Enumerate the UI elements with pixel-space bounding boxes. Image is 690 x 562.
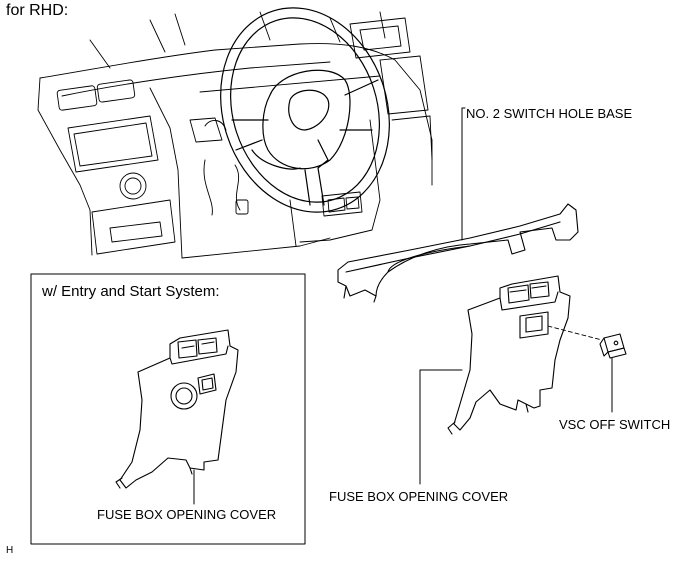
figure-title: for RHD: <box>6 2 69 19</box>
label-fuse-box-cover-inset: FUSE BOX OPENING COVER <box>97 507 277 522</box>
steering-wheel <box>220 7 390 213</box>
inset-frame <box>30 273 306 545</box>
assembly-line-vsc <box>547 325 603 341</box>
lower-panel-main <box>447 275 571 435</box>
dashboard-illustration <box>37 11 433 259</box>
leader-fuse-box-main <box>419 369 463 485</box>
figure-code: H <box>6 545 14 556</box>
vsc-off-switch-part <box>599 333 627 359</box>
label-vsc-off-switch: VSC OFF SWITCH <box>559 417 671 432</box>
label-switch-hole-base: NO. 2 SWITCH HOLE BASE <box>466 106 633 121</box>
label-fuse-box-cover-main: FUSE BOX OPENING COVER <box>329 489 509 504</box>
switch-hole-base-part <box>337 203 579 303</box>
lower-panel-inset <box>115 329 239 489</box>
leader-switch-hole-base <box>461 107 466 241</box>
inset-title: w/ Entry and Start System: <box>42 283 220 300</box>
